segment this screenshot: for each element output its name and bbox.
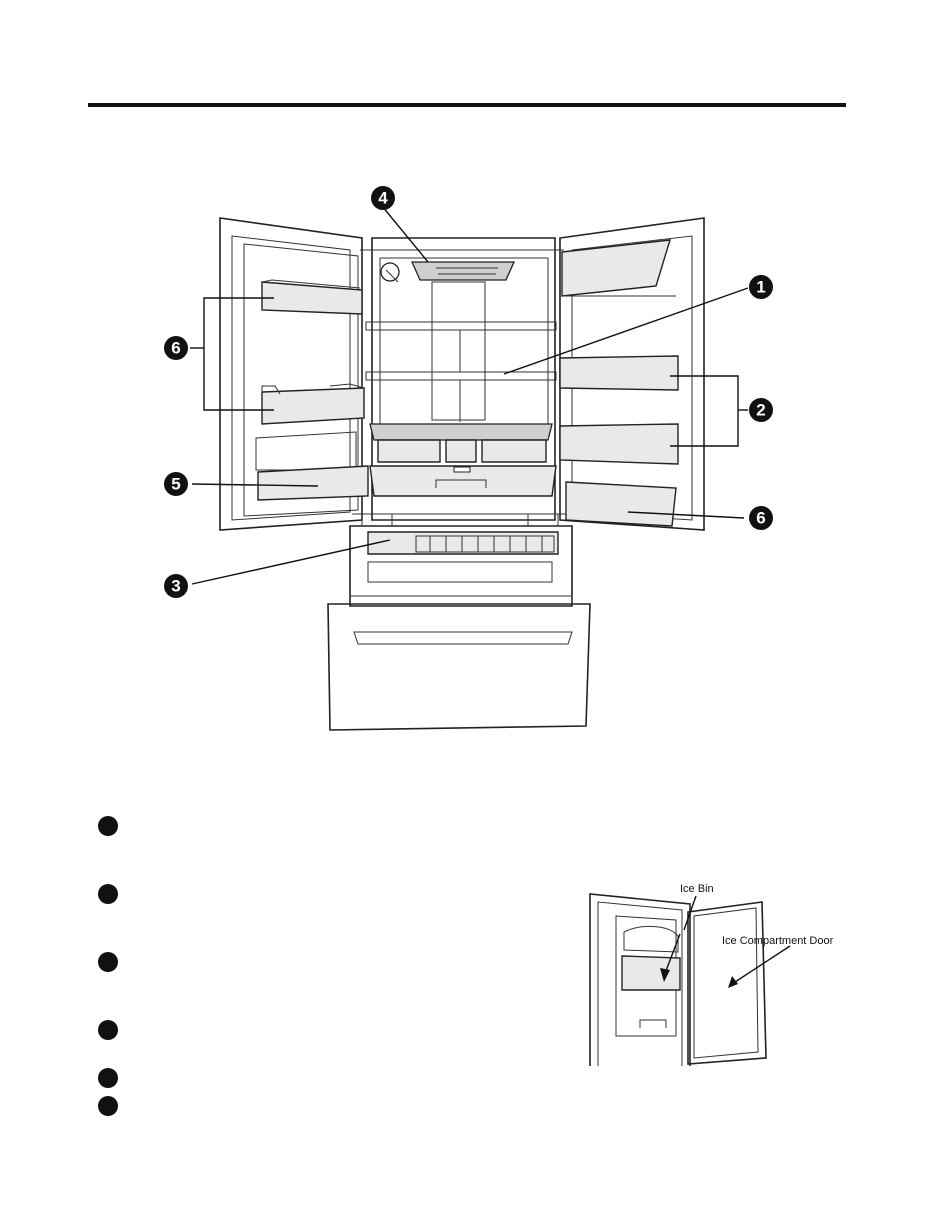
crisper-center [445, 439, 477, 463]
svg-text:1: 1 [756, 278, 765, 297]
ice-bin [621, 955, 681, 991]
legend-bullet-4 [98, 1020, 118, 1040]
top-rule [88, 103, 846, 107]
right-door-bin-lower [559, 423, 679, 465]
water-filter-light-cover [410, 261, 516, 281]
svg-text:4: 4 [378, 189, 388, 208]
right-door-bin-middle [559, 355, 679, 391]
legend-bullet-3 [98, 952, 118, 972]
legend-bullet-2 [98, 884, 118, 904]
right-door-bin-bottom [565, 481, 677, 527]
left-door-bin-upper [261, 281, 363, 315]
shelf-top [365, 321, 557, 331]
ice-compartment-inset: Ice Bin Ice Compartment Door [589, 883, 834, 1066]
crisper-left [377, 439, 441, 463]
legend-bullet-5 [98, 1068, 118, 1088]
callout-4: 4 [371, 186, 395, 210]
ice-bin-label: Ice Bin [680, 883, 714, 895]
legend-bullet-6 [98, 1096, 118, 1116]
ice-door-label: Ice Compartment Door [722, 935, 834, 947]
svg-text:6: 6 [756, 509, 765, 528]
callout-lines [190, 205, 749, 585]
freezer-drawer [327, 603, 591, 731]
svg-text:2: 2 [756, 401, 765, 420]
callout-6-left: 6 [164, 336, 188, 360]
svg-text:3: 3 [171, 577, 180, 596]
freezer-handle [353, 631, 573, 645]
callout-3: 3 [164, 574, 188, 598]
left-door [219, 217, 369, 531]
callout-5: 5 [164, 472, 188, 496]
crisper-right [481, 439, 547, 463]
freezer-upper-basket [367, 531, 559, 555]
freezer [327, 525, 591, 731]
callout-1: 1 [749, 275, 773, 299]
callout-2: 2 [749, 398, 773, 422]
legend-bullet-1 [98, 816, 118, 836]
left-door-bin-middle [261, 387, 365, 425]
svg-text:6: 6 [171, 339, 180, 358]
shelf-middle [365, 371, 557, 381]
glide-serve-drawer [369, 465, 557, 497]
right-door-bin-top [561, 239, 671, 297]
left-door-bin-lower [257, 465, 369, 501]
callout-6-right: 6 [749, 506, 773, 530]
crisper-cover [369, 423, 553, 441]
right-door [559, 217, 705, 531]
cabinet [352, 237, 572, 527]
ice-compartment-door [687, 901, 767, 1065]
svg-text:5: 5 [171, 475, 180, 494]
